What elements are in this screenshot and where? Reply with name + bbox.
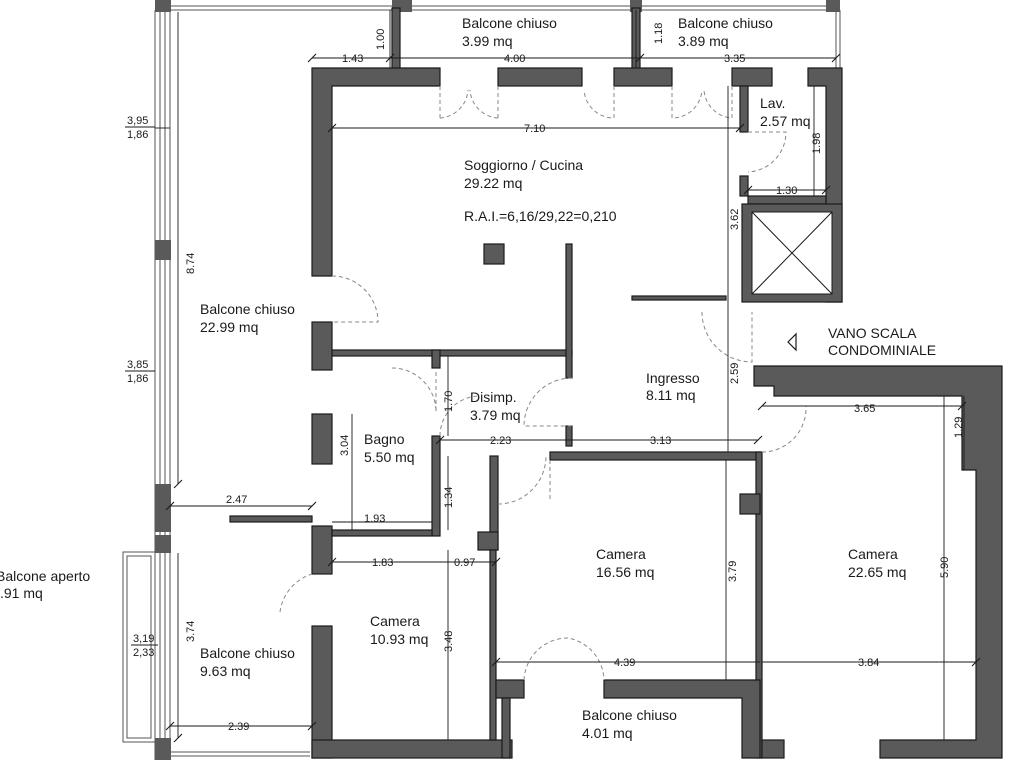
dim-1-93: 1.93 — [364, 513, 385, 525]
room-name-balcone-left: Balcone chiuso — [200, 301, 295, 317]
dim-3-62: 3.62 — [729, 209, 741, 230]
dim-8-74: 8.74 — [185, 253, 197, 274]
dim-2-47: 2.47 — [226, 494, 247, 506]
dim-1-83: 1.83 — [372, 557, 393, 569]
room-name-soggiorno: Soggiorno / Cucina — [464, 157, 583, 173]
room-area-lavanderia: 2.57 mq — [760, 113, 811, 129]
window-height-2-bottom: 1,86 — [127, 373, 148, 385]
dim-4-00: 4.00 — [504, 53, 525, 65]
room-name-disimpegno: Disimp. — [470, 389, 517, 405]
window-height-2-top: 3,85 — [127, 359, 148, 371]
room-name-balcone-bottom: Balcone chiuso — [582, 707, 677, 723]
dim-3-84: 3.84 — [858, 657, 879, 669]
room-area-camera-left: 10.93 mq — [370, 631, 428, 647]
dim-1-00: 1.00 — [375, 29, 387, 50]
dimension-labels: 1.00 1.18 1.43 4.00 3.35 7.10 1.98 1.30 … — [185, 23, 965, 733]
dim-3-04: 3.04 — [339, 435, 351, 456]
dim-2-59: 2.59 — [729, 363, 741, 384]
dim-2-23: 2.23 — [490, 435, 511, 447]
room-area-balcone-top-right: 3.89 mq — [678, 33, 729, 49]
walls — [229, 67, 1003, 759]
dim-1-30: 1.30 — [776, 185, 797, 197]
room-name-balcone-top-left: Balcone chiuso — [462, 15, 557, 31]
dim-1-18: 1.18 — [653, 23, 665, 44]
room-area-balcone-top-left: 3.99 mq — [462, 33, 513, 49]
dim-0-97: 0.97 — [454, 557, 475, 569]
dimension-ticks — [165, 53, 981, 743]
stair-arrow-icon — [787, 332, 797, 352]
room-area-balcone-aperto: .91 mq — [0, 585, 43, 601]
room-name-bagno: Bagno — [364, 431, 405, 447]
room-name-lavanderia: Lav. — [760, 95, 785, 111]
window-height-1-top: 3,95 — [127, 115, 148, 127]
dim-3-74: 3.74 — [185, 621, 197, 642]
left-balcony-frame — [154, 0, 400, 760]
dim-3-65: 3.65 — [854, 403, 875, 415]
vano-scala-line1: VANO SCALA — [828, 325, 917, 341]
door-swings — [279, 86, 807, 681]
room-name-camera-center: Camera — [596, 546, 646, 562]
dim-5-90: 5.90 — [939, 557, 951, 578]
dim-3-35: 3.35 — [724, 53, 745, 65]
dim-1-29: 1.29 — [953, 417, 965, 438]
room-name-camera-left: Camera — [370, 613, 420, 629]
room-area-disimpegno: 3.79 mq — [470, 407, 521, 423]
top-balcony-frames — [391, 0, 841, 71]
rai-ratio: R.A.I.=6,16/29,22=0,210 — [464, 208, 617, 224]
room-area-bagno: 5.50 mq — [364, 449, 415, 465]
dim-3-79: 3.79 — [727, 561, 739, 582]
dim-1-98: 1.98 — [811, 133, 823, 154]
room-name-balcone-bottom-left: Balcone chiuso — [200, 645, 295, 661]
room-area-camera-center: 16.56 mq — [596, 564, 654, 580]
room-area-balcone-bottom-left: 9.63 mq — [200, 663, 251, 679]
dim-3-13: 3.13 — [650, 435, 671, 447]
window-height-3-top: 3,19 — [133, 633, 154, 645]
room-name-camera-right: Camera — [848, 546, 898, 562]
dim-3-48: 3.48 — [443, 631, 455, 652]
window-height-3-bottom: 2,33 — [133, 647, 154, 659]
open-balcony-frame — [122, 551, 156, 743]
dim-2-39: 2.39 — [228, 721, 249, 733]
dim-1-34: 1.34 — [443, 487, 455, 508]
room-area-soggiorno: 29.22 mq — [464, 175, 522, 191]
dim-1-43: 1.43 — [342, 53, 363, 65]
window-height-1-bottom: 1,86 — [127, 129, 148, 141]
room-name-balcone-aperto: Balcone aperto — [0, 568, 90, 584]
room-area-camera-right: 22.65 mq — [848, 564, 906, 580]
window-heights: 3,95 1,86 3,85 1,86 3,19 2,33 — [125, 115, 158, 659]
room-name-balcone-top-right: Balcone chiuso — [678, 15, 773, 31]
dim-4-39: 4.39 — [614, 657, 635, 669]
room-labels: Balcone chiuso 3.99 mq Balcone chiuso 3.… — [0, 15, 936, 741]
vano-scala-line2: CONDOMINIALE — [828, 342, 936, 358]
room-area-balcone-bottom: 4.01 mq — [582, 725, 633, 741]
dim-1-70: 1.70 — [443, 391, 455, 412]
room-name-ingresso: Ingresso — [646, 370, 700, 386]
room-area-ingresso: 8.11 mq — [646, 387, 696, 403]
dim-7-10: 7.10 — [524, 123, 545, 135]
room-area-balcone-left: 22.99 mq — [200, 319, 258, 335]
